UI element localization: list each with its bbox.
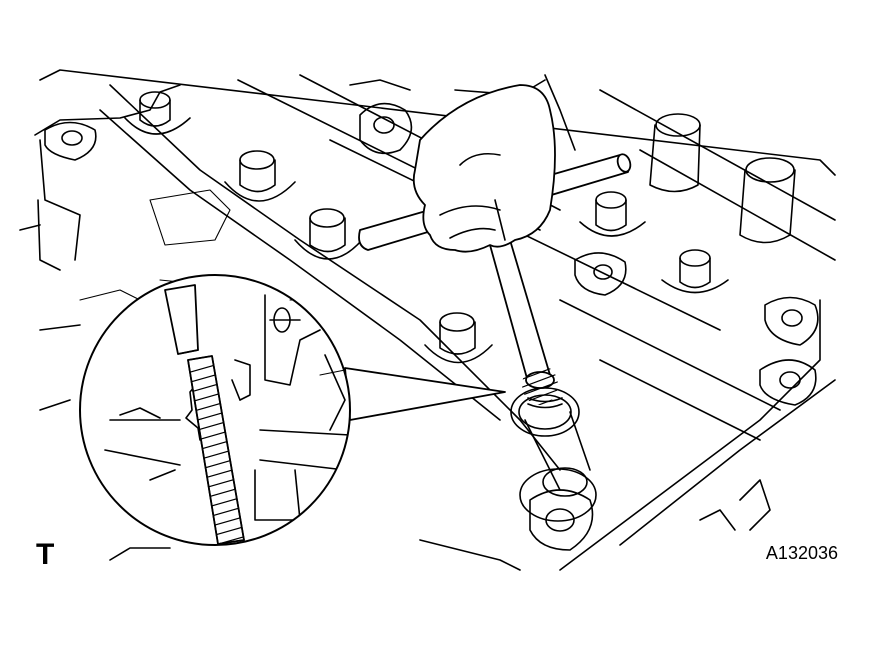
casting-bosses: [44, 91, 819, 551]
detail-magnifier: [79, 274, 351, 546]
boss: [124, 91, 191, 135]
valve-body-outline: [19, 69, 836, 571]
boss: [424, 312, 493, 364]
valve-bore: [510, 387, 597, 522]
mounting-hole: [44, 121, 97, 161]
boss: [579, 191, 646, 237]
boss: [294, 208, 363, 260]
boss: [649, 113, 701, 193]
mounting-hole: [759, 359, 817, 406]
mounting-hole: [359, 102, 413, 155]
mounting-hole: [574, 252, 627, 296]
hand: [412, 84, 556, 253]
boss: [224, 150, 296, 202]
view-marker-label: T: [36, 538, 55, 571]
mounting-hole: [764, 296, 819, 346]
boss: [661, 249, 729, 294]
mounting-hole: [529, 489, 594, 551]
boss: [739, 157, 796, 244]
figure-code-label: A132036: [765, 543, 838, 563]
callout-pointer: [344, 367, 506, 421]
